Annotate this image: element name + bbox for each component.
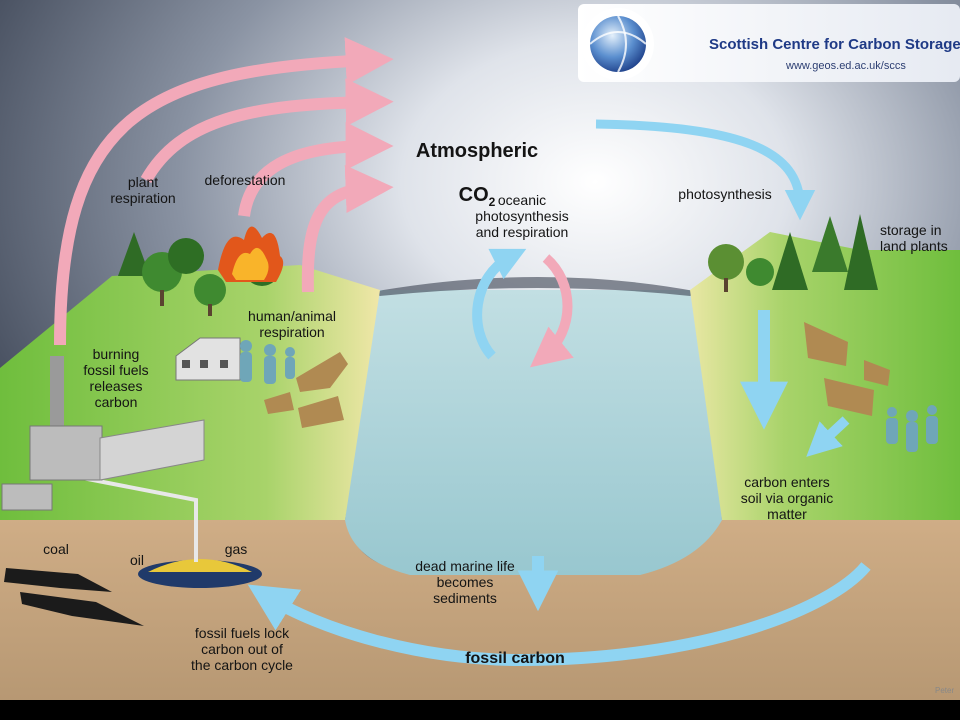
label-co2-subscript: 2 [488, 195, 496, 209]
label-atmospheric-co2: Atmospheric CO2 [412, 118, 542, 213]
land-right [690, 232, 960, 520]
credit: Peter [935, 686, 955, 695]
label-burning-fossil-fuels: burning fossil fuels releases carbon [83, 346, 149, 410]
sccs-logo [578, 4, 960, 82]
label-carbon-enters-soil: carbon enters soil via organic matter [740, 474, 834, 522]
coal-seam-1 [4, 568, 112, 592]
label-plant-respiration: plant respiration [110, 174, 176, 206]
forest-fire [218, 226, 284, 282]
arrow-ocean-uptake [472, 248, 527, 360]
arrow-fossil-carbon [247, 562, 871, 667]
house [175, 337, 241, 381]
arrow-ocean-release [530, 254, 574, 368]
org-url: www.geos.ed.ac.uk/sccs [786, 60, 906, 72]
people-left [240, 340, 295, 384]
bottom-band [0, 700, 960, 720]
logo-bar [578, 4, 960, 82]
arrow-human-animal-respiration [301, 165, 394, 293]
label-dead-marine-life: dead marine life becomes sediments [415, 558, 515, 606]
ocean [345, 290, 722, 575]
arrow-deforestation [238, 122, 394, 217]
label-atmospheric: Atmospheric [415, 140, 539, 162]
animals-right [804, 322, 890, 416]
arrow-burning-fossil-fuels [54, 37, 394, 346]
forest-right [708, 214, 878, 292]
label-photosynthesis: photosynthesis [678, 186, 772, 202]
arrow-plant-respiration [140, 78, 394, 184]
gas-cap [148, 559, 252, 572]
people-right [886, 405, 938, 452]
label-gas: gas [224, 541, 248, 557]
label-storage-in-land-plants: storage in land plants [880, 222, 948, 254]
ocean-back-edge [372, 277, 700, 296]
org-name: Scottish Centre for Carbon Storage [709, 36, 960, 53]
animals-left [264, 352, 348, 428]
label-deforestation: deforestation [204, 172, 286, 188]
label-fossil-carbon: fossil carbon [465, 650, 565, 667]
label-oil: oil [129, 552, 144, 568]
arrow-animals-to-soil [806, 416, 850, 457]
label-oceanic-photosynthesis: oceanic photosynthesis and respiration [475, 192, 569, 240]
label-human-animal-respiration: human/animal respiration [248, 308, 336, 340]
factory [1, 356, 205, 511]
arrow-photosynthesis [595, 119, 816, 221]
coal-seam-2 [20, 592, 144, 626]
label-coal: coal [43, 541, 69, 557]
pipeline [61, 472, 198, 562]
label-fossil-fuels-lock: fossil fuels lock carbon out of the carb… [191, 625, 293, 673]
label-co2: CO [458, 184, 489, 206]
